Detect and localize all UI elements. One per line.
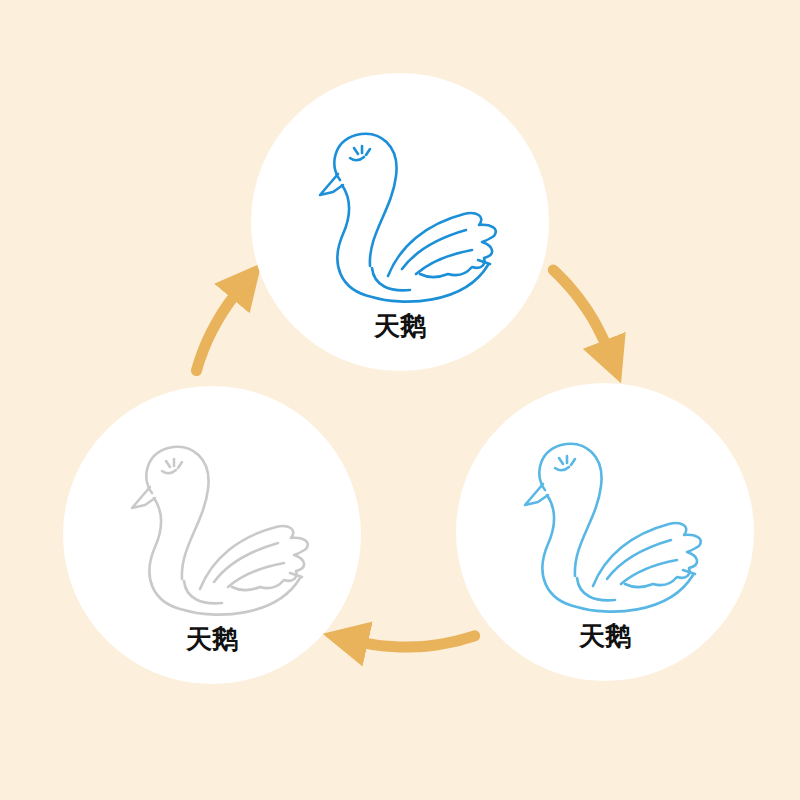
circle-outline bbox=[251, 73, 549, 371]
swan-circle: 天鹅 bbox=[250, 72, 550, 372]
node-label: 天鹅 bbox=[374, 311, 426, 342]
swan-illustration bbox=[132, 447, 308, 615]
cycle-arrow bbox=[354, 636, 475, 647]
swan-circle: 天鹅 bbox=[62, 385, 362, 685]
circle-outline bbox=[456, 383, 754, 681]
node-label: 天鹅 bbox=[186, 624, 238, 655]
swan-circle: 天鹅 bbox=[455, 382, 755, 682]
cycle-arrow bbox=[196, 288, 240, 371]
cycle-arrow bbox=[553, 270, 609, 353]
circle-outline bbox=[63, 386, 361, 684]
swan-illustration bbox=[525, 444, 701, 612]
node-label: 天鹅 bbox=[579, 621, 631, 652]
swan-illustration bbox=[320, 134, 496, 302]
